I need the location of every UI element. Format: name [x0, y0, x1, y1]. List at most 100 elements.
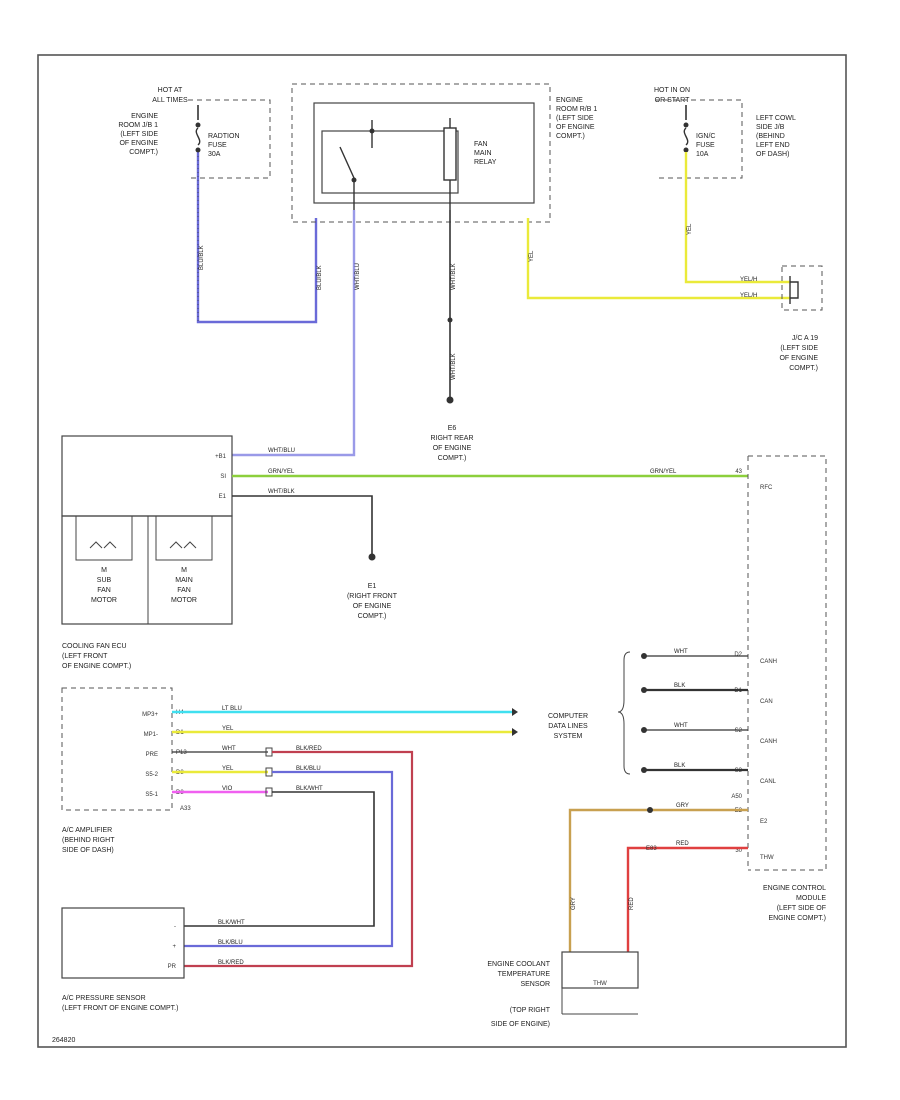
ground-e1-point [368, 553, 376, 561]
ecm-num-30: 30 [735, 848, 742, 854]
eng-rb1-left-line1: ENGINE [131, 113, 158, 120]
can-end-4 [641, 767, 647, 773]
eng-rb1-left-line2: ROOM J/B 1 [118, 122, 158, 129]
cooling-ecu-line3: OF ENGINE COMPT.) [62, 663, 131, 670]
amp-vio-label: VIO [222, 786, 233, 792]
cowl-jb-boundary [655, 99, 743, 179]
cowl-jb-line3: (BEHIND [756, 133, 785, 140]
can-bracket [617, 651, 631, 775]
ac-amp-boundary [61, 687, 173, 811]
yel-label-a: YEL [687, 223, 693, 235]
computer-data-line3: SYSTEM [554, 733, 583, 740]
rad-fuse-line2: FUSE [208, 142, 227, 149]
ground-e6-line3: OF ENGINE [433, 445, 472, 452]
black-wire-ecu-to-ground-e1 [232, 495, 373, 556]
eng-rb1-right-line3: (LEFT SIDE [556, 115, 594, 122]
cooling-ecu-line2: (LEFT FRONT [62, 653, 108, 660]
ecm-line2: MODULE [796, 895, 826, 902]
ect-gry-v-label: GRY [571, 897, 577, 910]
yel-h-label-1: YEL/H [740, 277, 757, 283]
amp-r1-label: BLK/RED [296, 746, 322, 752]
amp-num-3: P13 [176, 750, 187, 756]
ecm-conn-a50: A50 [731, 794, 742, 800]
ect-gry-label: GRY [676, 803, 689, 809]
amp-pin-mp3: MP3+ [142, 712, 158, 718]
ac-amplifier-group: MP3+ MP1- PRE S5-2 S5-1 H4 D1 P13 D8 D8 … [61, 687, 191, 854]
eng-rb1-right-line4: OF ENGINE [556, 124, 595, 131]
sensor-blk-wht-label: BLK/WHT [218, 920, 245, 926]
can-end-2 [641, 687, 647, 693]
main-motor-symbol [169, 541, 197, 549]
ecu-grn-label: GRN/YEL [268, 469, 295, 475]
ecm-pin-canh1: CANH [760, 659, 777, 665]
cooling-ecu-body [61, 435, 233, 517]
radtion-fuse-symbol [195, 127, 201, 146]
rad-fuse-line3: 30A [208, 151, 221, 158]
can-data-lines: WHT BLK WHT BLK COMPUTER DATA LINES SYST… [548, 649, 748, 775]
ecm-group: 43 RFC CANH CAN CANH CANL E2 THW D2 D1 S… [731, 455, 827, 922]
ground-e1-line4: COMPT.) [358, 613, 387, 620]
engine-room-rb1-boundary [291, 83, 551, 223]
jc-line3: OF ENGINE [779, 355, 818, 362]
fan-relay-line1: FAN [474, 141, 488, 148]
sub-motor-m: M [101, 567, 107, 574]
ac-amp-line3: SIDE OF DASH) [62, 847, 114, 854]
cowl-jb-line5: OF DASH) [756, 151, 789, 158]
hot-at-all-times-label-2: ALL TIMES [152, 97, 188, 104]
fan-main-relay-group: FAN MAIN RELAY ENGINE ROOM R/B 1 (LEFT S… [291, 83, 597, 223]
ign-fuse-symbol [683, 127, 689, 146]
ground-e6-line2: RIGHT REAR [430, 435, 473, 442]
sub-motor-symbol [89, 541, 117, 549]
ecm-num-s2: S2 [735, 728, 743, 734]
rad-fuse-line1: RADTION [208, 133, 240, 140]
ecm-line1: ENGINE CONTROL [763, 885, 826, 892]
ground-e1-line1: E1 [368, 583, 377, 590]
sensor-blk-blu-label: BLK/BLU [218, 940, 243, 946]
ect-line4: (TOP RIGHT [510, 1007, 551, 1014]
jc-line2: (LEFT SIDE [780, 345, 818, 352]
ac-sensor-line1: A/C PRESSURE SENSOR [62, 995, 146, 1002]
amp-yel2-label: YEL [222, 766, 234, 772]
igm-fuse-line3: 10A [696, 151, 709, 158]
ect-line5: SIDE OF ENGINE) [491, 1021, 550, 1028]
sub-motor-frame [75, 516, 133, 561]
eng-rb1-right-line2: ROOM R/B 1 [556, 106, 597, 113]
yel-h-label-2: YEL/H [740, 293, 757, 299]
data-wht1-label: WHT [674, 649, 688, 655]
wht-blk-label: WHT/BLK [451, 263, 457, 290]
sub-motor-line2: FAN [97, 587, 111, 594]
ac-sensor-body [61, 907, 185, 979]
ecu-pin-b1: +B1 [215, 454, 227, 460]
ign-fuse-group: HOT IN ON OR START IGN/C FUSE 10A LEFT C… [654, 87, 796, 179]
jc-boundary [781, 265, 823, 311]
computer-data-line1: COMPUTER [548, 713, 588, 720]
ecm-num-d2: D2 [734, 652, 742, 658]
eng-rb1-right-line1: ENGINE [556, 97, 583, 104]
ect-sensor-body [561, 951, 639, 989]
ect-line3: SENSOR [520, 981, 550, 988]
hot-run-line1: HOT IN ON [654, 87, 690, 94]
ground-e1-line3: OF ENGINE [353, 603, 392, 610]
sensor-blk-red-label: BLK/RED [218, 960, 244, 966]
data-blk2-label: BLK [674, 763, 685, 769]
fan-motor-box [61, 515, 233, 625]
ecm-num-rfc: 43 [735, 469, 742, 475]
ecm-pin-thw: THW [760, 855, 774, 861]
eng-rb1-left-line3: (LEFT SIDE [120, 131, 158, 138]
ect-splice-dot [647, 807, 653, 813]
ecm-pin-can: CAN [760, 699, 773, 705]
ect-red-label: RED [676, 841, 689, 847]
yellow-wire-relay-to-jc [526, 218, 790, 300]
can-end-3 [641, 727, 647, 733]
ecu-wht-blk-label: WHT/BLK [268, 489, 295, 495]
ign-fuse-terminal-top [683, 122, 689, 128]
ecu-grn-right-label: GRN/YEL [650, 469, 677, 475]
engine-room-jb1-boundary [188, 99, 271, 179]
main-motor-line3: MOTOR [171, 597, 197, 604]
data-arrow-1 [512, 708, 518, 716]
red-wire-ecm-to-ect [626, 846, 748, 952]
ign-fuse-terminal-bottom [683, 147, 689, 153]
ecm-pin-canh2: CANH [760, 739, 777, 745]
sub-motor-line3: MOTOR [91, 597, 117, 604]
data-blk1-label: BLK [674, 683, 685, 689]
